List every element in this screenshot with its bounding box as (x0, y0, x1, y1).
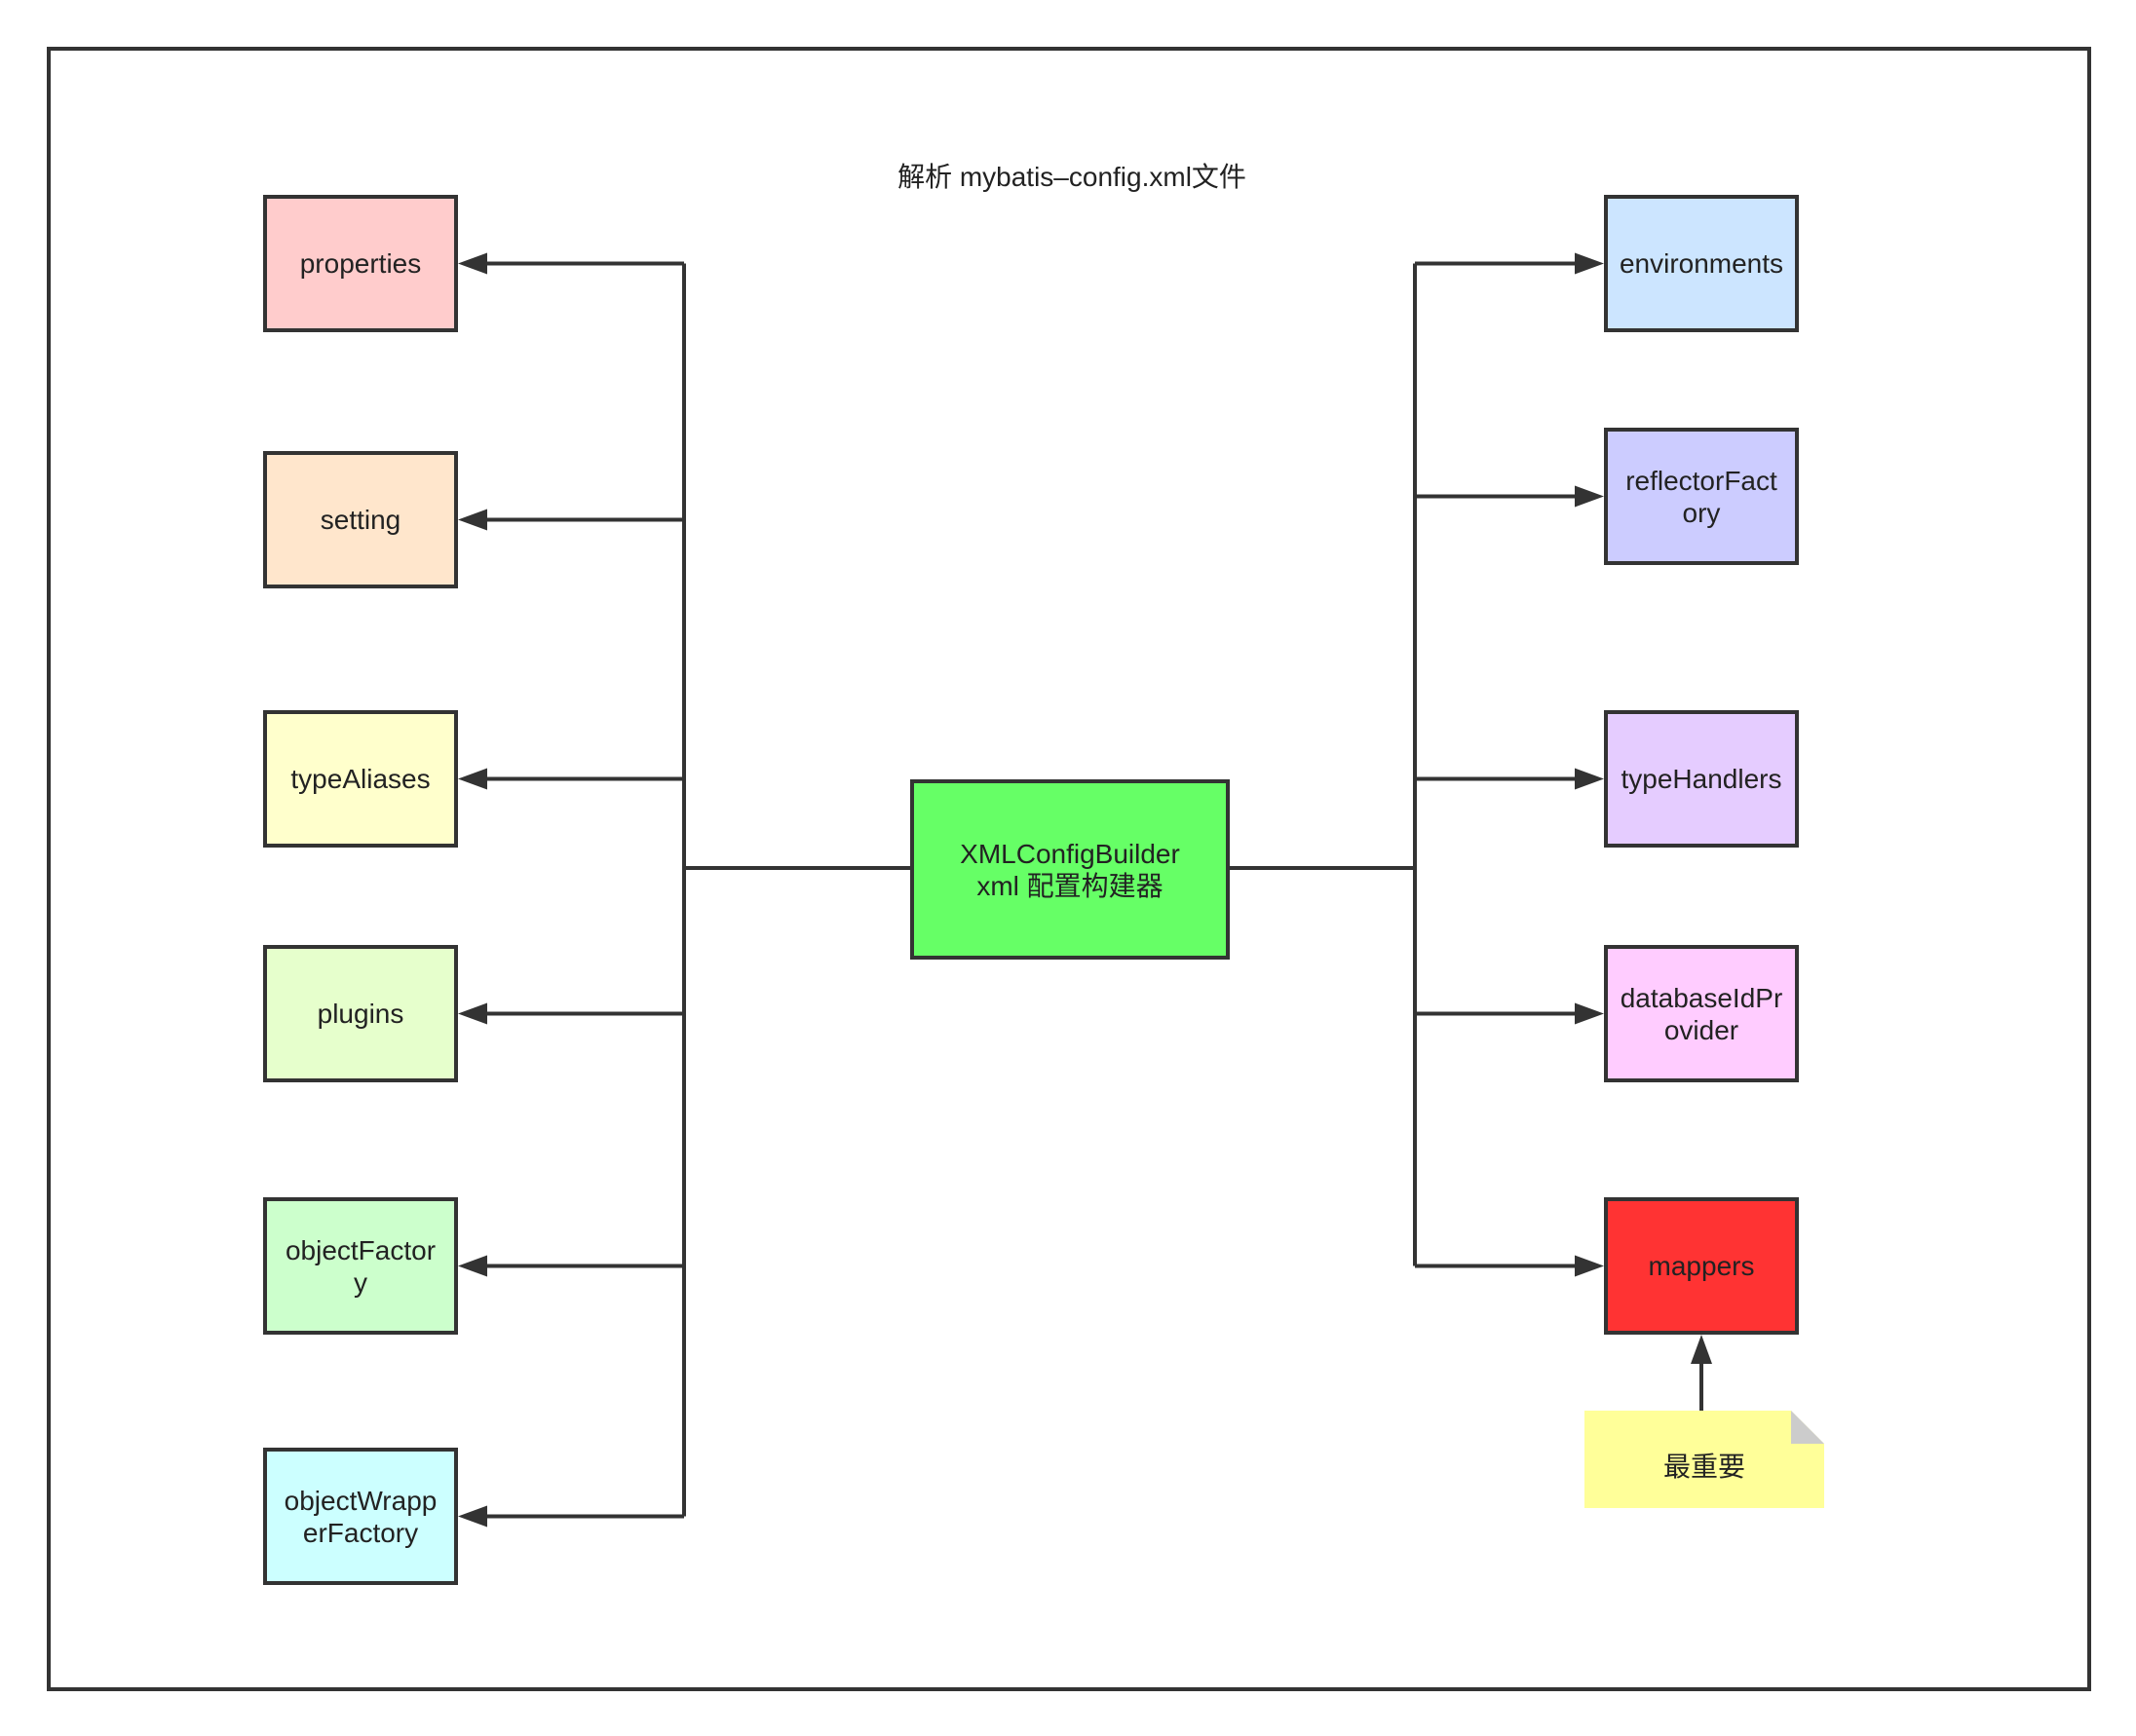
node-environments-label: environments (1620, 247, 1783, 280)
node-setting-label: setting (321, 504, 401, 536)
arrowhead-databaseidprovider (1575, 1002, 1604, 1025)
arrowhead-reflectorfactory (1575, 485, 1604, 508)
node-objectfactory-label-line-2: y (353, 1266, 367, 1298)
arrowhead-setting (458, 509, 487, 531)
node-setting-label-line-1: setting (320, 505, 401, 535)
arrowhead-objectwrapperfactory (458, 1505, 487, 1528)
node-mappers-label-line-1: mappers (1648, 1251, 1755, 1281)
node-setting: setting (263, 451, 458, 588)
arrowhead-environments (1575, 252, 1604, 275)
node-objectwrapperfactory-label-line-2: erFactory (302, 1517, 419, 1548)
arrowhead-plugins (458, 1002, 487, 1025)
node-environments: environments (1604, 195, 1799, 332)
node-reflectorfactory-label-line-1: reflectorFact (1625, 465, 1777, 496)
node-mappers-label: mappers (1649, 1250, 1755, 1282)
node-objectfactory-label-line-1: objectFactor (285, 1234, 437, 1265)
node-typehandlers-label-line-1: typeHandlers (1621, 764, 1782, 794)
node-typealiases: typeAliases (263, 710, 458, 848)
arrowhead-mappers (1575, 1255, 1604, 1277)
node-objectwrapperfactory-label-line-1: objectWrapp (284, 1485, 438, 1516)
outer-frame (47, 47, 2091, 1691)
note-label: 最重要 (1662, 1451, 1745, 1482)
node-properties-label-line-1: properties (299, 248, 422, 279)
node-typehandlers-label: typeHandlers (1621, 763, 1782, 795)
node-typehandlers: typeHandlers (1604, 710, 1799, 848)
node-reflectorfactory-label-line-2: ory (1682, 497, 1721, 528)
node-databaseidprovider-label-line-1: databaseIdPr (1620, 982, 1783, 1013)
note-arrowhead (1691, 1335, 1712, 1364)
node-plugins-label: plugins (318, 998, 404, 1030)
node-properties: properties (263, 195, 458, 332)
node-databaseidprovider-label-line-2: ovider (1663, 1014, 1739, 1045)
diagram-title: 解析 mybatis–config.xml文件 (897, 162, 1246, 192)
note-sticky (1584, 1411, 1824, 1508)
arrowhead-properties (458, 252, 487, 275)
note-fold-corner (1791, 1411, 1824, 1444)
arrowhead-objectfactory (458, 1255, 487, 1277)
node-environments-label-line-1: environments (1619, 248, 1784, 279)
arrowhead-typealiases (458, 768, 487, 790)
node-properties-label: properties (300, 247, 422, 280)
node-mappers: mappers (1604, 1197, 1799, 1335)
node-typealiases-label-line-1: typeAliases (290, 764, 431, 794)
node-typealiases-label: typeAliases (290, 763, 430, 795)
arrowhead-typehandlers (1575, 768, 1604, 790)
node-plugins-label-line-1: plugins (317, 999, 404, 1029)
node-plugins: plugins (263, 945, 458, 1082)
node-xmlconfigbuilder-label-line-1: XMLConfigBuilder (960, 838, 1180, 869)
node-xmlconfigbuilder-label-line-2: xml 配置构建器 (976, 870, 1163, 901)
